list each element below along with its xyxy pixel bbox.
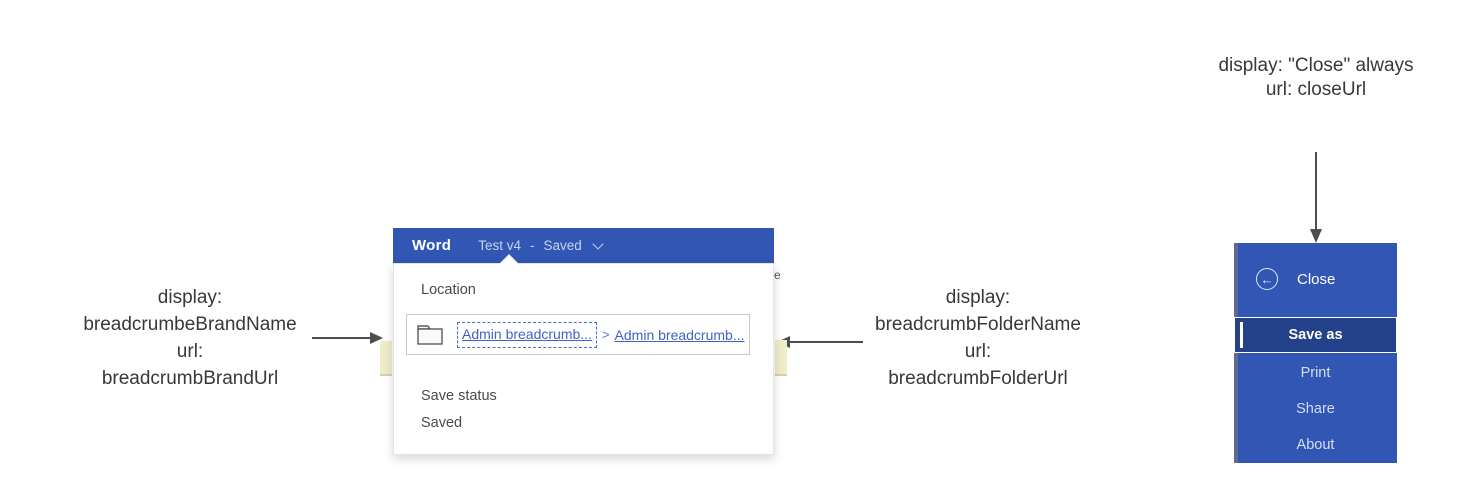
menu-edge-strip (1234, 243, 1238, 463)
arrow-right-icon (312, 332, 383, 344)
menu-item-print[interactable]: Print (1234, 355, 1397, 391)
breadcrumb-folder-link[interactable]: Admin breadcrumb... (614, 326, 745, 343)
word-title-bar: Word Test v4 - Saved (393, 228, 774, 263)
breadcrumb-brand-focus-ring: Admin breadcrumb... (457, 321, 597, 348)
page-yellow-bar-left (380, 341, 392, 376)
breadcrumb-separator: > (601, 327, 610, 342)
page-yellow-bar-right (775, 340, 787, 376)
word-popup: Word Test v4 - Saved Location Admin brea… (393, 228, 774, 455)
menu-item-save-as[interactable]: Save as (1234, 317, 1397, 353)
document-title-dropdown[interactable]: Test v4 - Saved (478, 237, 604, 253)
save-status-label: Save status (421, 388, 497, 404)
menu-item-label: Share (1296, 401, 1335, 417)
menu-item-label: Print (1300, 365, 1331, 381)
save-status-value: Saved (421, 415, 463, 431)
menu-item-label: Close (1297, 270, 1336, 288)
folder-icon (417, 324, 443, 345)
menu-item-label: About (1296, 437, 1335, 453)
document-name: Test v4 (478, 238, 522, 253)
backstage-menu: ← Close Save as Print Share About (1234, 243, 1397, 463)
breadcrumb-brand-link[interactable]: Admin breadcrumb... (462, 325, 592, 342)
chevron-down-icon (592, 237, 604, 250)
arrow-left-icon (777, 336, 863, 348)
location-label: Location (421, 282, 476, 298)
annotation-line: url: (964, 341, 992, 362)
annotation-breadcrumb-folder: display: breadcrumbFolderName url: bread… (826, 284, 1130, 392)
arrow-down-icon (1310, 152, 1322, 243)
clipped-page-text: e (774, 268, 781, 282)
back-circle-icon: ← (1256, 268, 1278, 290)
app-name: Word (412, 237, 452, 254)
annotation-line: breadcrumbFolderUrl (888, 368, 1068, 389)
document-info-flyout: Location Admin breadcrumb... > Admin bre… (393, 254, 774, 455)
annotation-breadcrumb-brand: display: breadcrumbeBrandName url: bread… (28, 284, 352, 392)
menu-item-label: Save as (1288, 327, 1343, 343)
menu-item-close[interactable]: ← Close (1234, 243, 1397, 315)
annotation-line: display: (157, 287, 223, 308)
annotation-line: breadcrumbBrandUrl (101, 368, 279, 389)
focus-caret (1240, 322, 1243, 348)
annotation-line: breadcrumbFolderName (875, 314, 1081, 335)
annotation-line: url: closeUrl (1265, 79, 1367, 100)
breadcrumb-box: Admin breadcrumb... > Admin breadcrumb..… (406, 314, 750, 355)
annotation-line: display: (945, 287, 1011, 308)
menu-item-about[interactable]: About (1234, 427, 1397, 463)
menu-item-share[interactable]: Share (1234, 391, 1397, 427)
save-state-label: Saved (543, 238, 582, 253)
annotation-line: url: (176, 341, 204, 362)
title-separator: - (530, 238, 535, 253)
annotation-line: breadcrumbeBrandName (83, 314, 297, 335)
annotation-line: display: "Close" always (1218, 55, 1414, 76)
annotation-close: display: "Close" always url: closeUrl (1160, 54, 1472, 102)
